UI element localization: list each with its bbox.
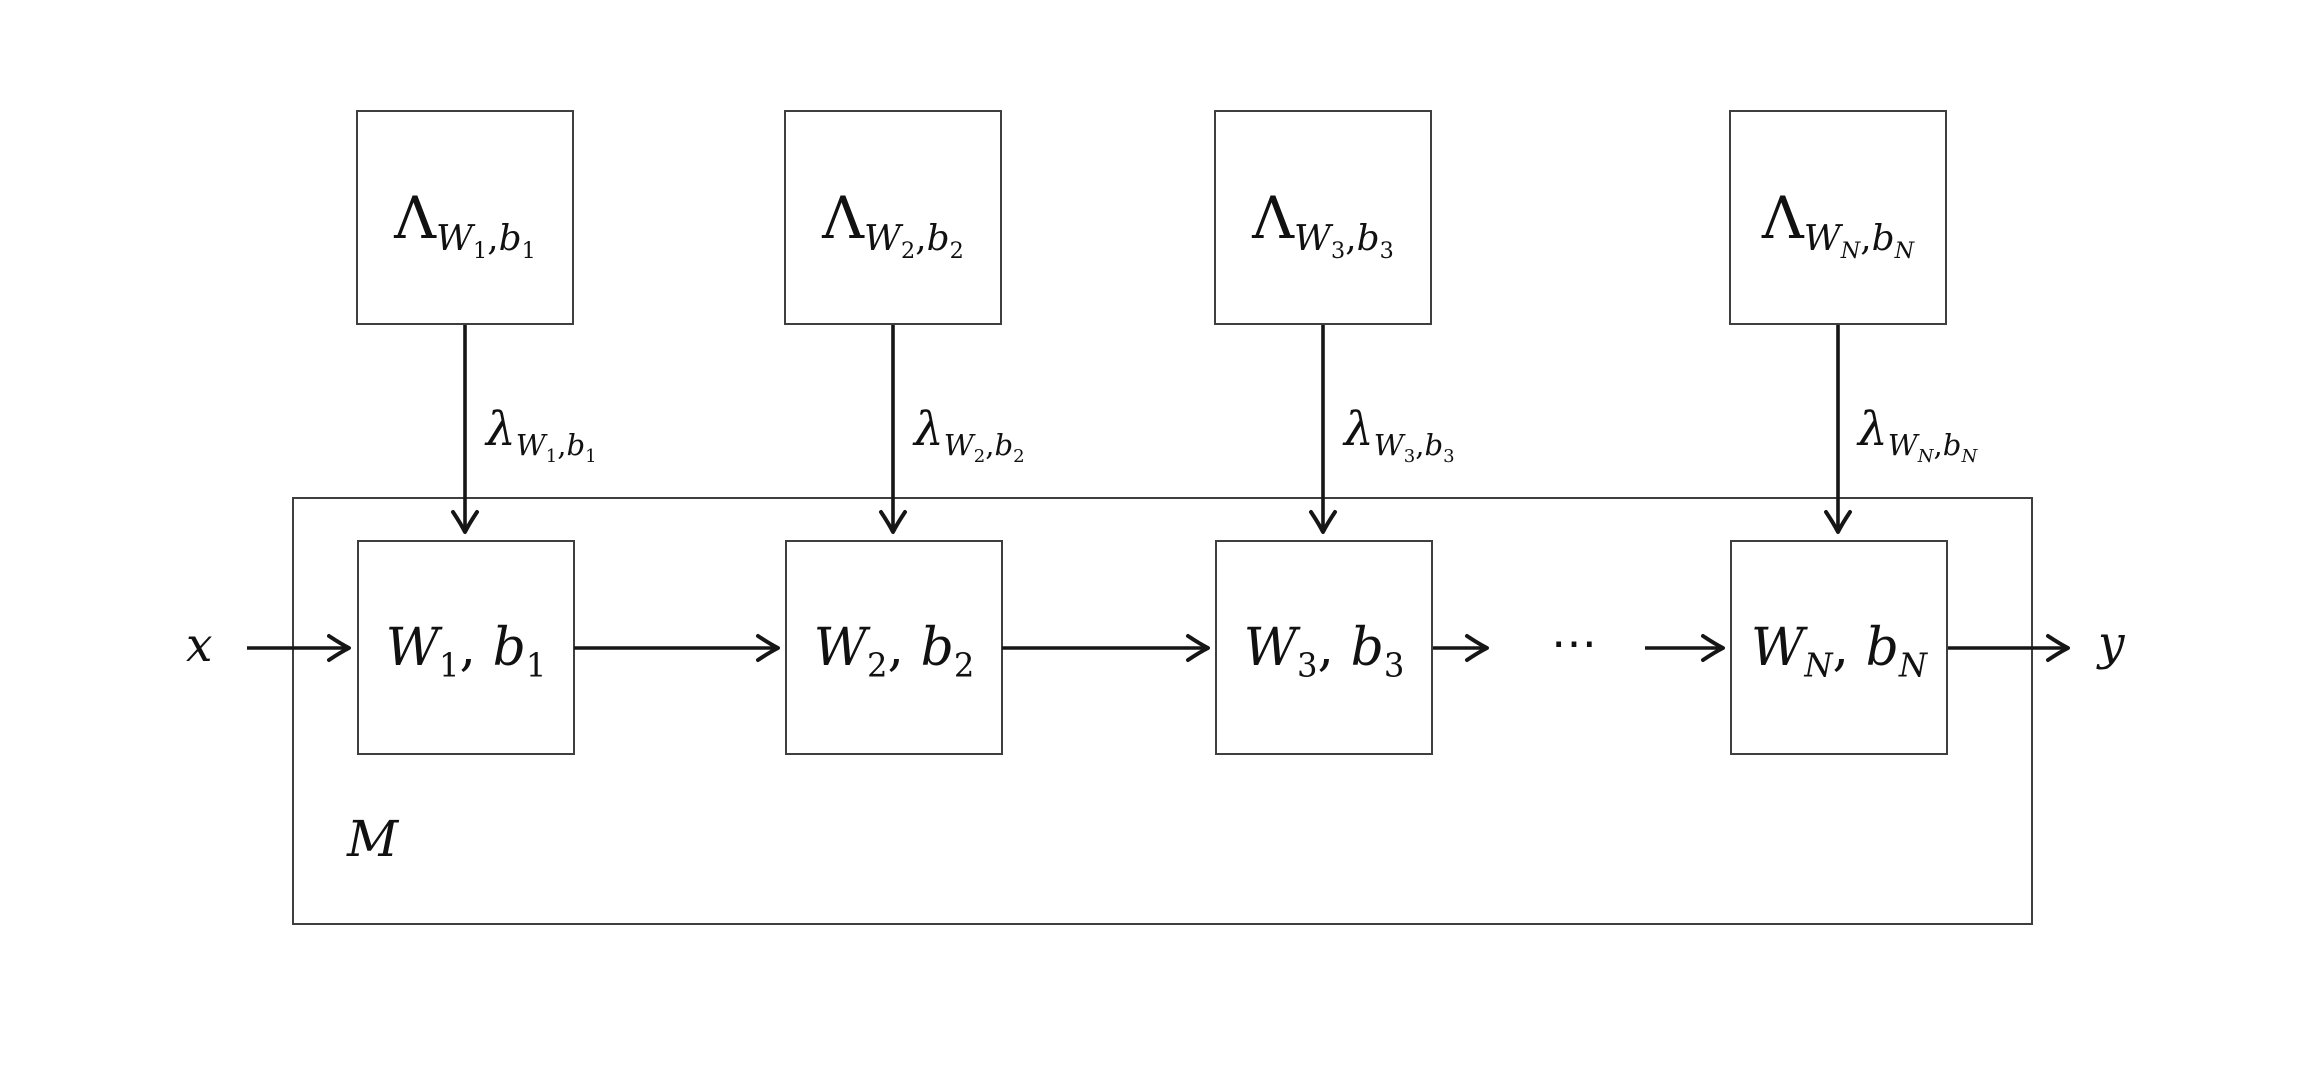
lambda-2-sub-sep: , xyxy=(915,218,927,260)
b3-index: 3 xyxy=(1383,645,1405,684)
edge-1-sub-b: b xyxy=(566,428,586,463)
edge-3-sub-b-index: 3 xyxy=(1443,446,1455,468)
edge-1-sub-b-index: 1 xyxy=(585,446,597,468)
w1-var: W xyxy=(385,617,440,678)
lambda-box-n-label: ΛWN,bN xyxy=(1761,183,1914,263)
edge-n-sub-w: W xyxy=(1887,428,1918,463)
edge-1-sub-w-index: 1 xyxy=(545,446,558,468)
weight-box-3: W3, b3 xyxy=(1215,540,1433,755)
lambda-1-sub-b: b xyxy=(498,218,522,260)
b2-index: 2 xyxy=(953,645,975,684)
lambda-2-sub-b: b xyxy=(926,218,950,260)
lambda-n-sub-w: W xyxy=(1803,218,1841,260)
weight-box-n-label: WN, bN xyxy=(1750,617,1927,682)
lambda-3-sub-w: W xyxy=(1294,218,1332,260)
b1-index: 1 xyxy=(525,645,547,684)
weight-box-2-label: W2, b2 xyxy=(813,617,975,682)
edge-3-sub-sep: , xyxy=(1415,428,1425,463)
edge-label-n: λWN,bN xyxy=(1858,402,1977,466)
lambda-box-2-label: ΛW2,b2 xyxy=(822,183,964,263)
w1-index: 1 xyxy=(439,645,460,684)
lambda-box-3: ΛW3,b3 xyxy=(1214,110,1432,325)
lambda-box-1-label: ΛW1,b1 xyxy=(394,183,536,263)
bn-var: b xyxy=(1865,617,1899,678)
edge-3-sub-w-index: 3 xyxy=(1403,446,1416,468)
model-container-rect xyxy=(292,497,2033,925)
weight-box-1-label: W1, b1 xyxy=(385,617,547,682)
lambda-box-3-label: ΛW3,b3 xyxy=(1252,183,1394,263)
edge-1-sub-sep: , xyxy=(557,428,567,463)
edge-n-sub-b: b xyxy=(1942,428,1962,463)
w2-sep: , xyxy=(887,617,921,678)
ellipsis-dots: ⋯ xyxy=(1551,616,1601,670)
lambda-box-1: ΛW1,b1 xyxy=(356,110,574,325)
lambda-3-sub-b-index: 3 xyxy=(1379,238,1394,265)
lambda-3-symbol: Λ xyxy=(1252,183,1295,252)
w3-sep: , xyxy=(1317,617,1351,678)
lambda-box-2: ΛW2,b2 xyxy=(784,110,1002,325)
edge-n-sub-b-index: N xyxy=(1961,446,1978,468)
input-label: x xyxy=(186,618,213,673)
weight-box-n: WN, bN xyxy=(1730,540,1948,755)
edge-1-symbol: λ xyxy=(486,402,516,457)
lambda-n-sub-b: b xyxy=(1871,218,1895,260)
wn-sep: , xyxy=(1832,617,1866,678)
edge-2-symbol: λ xyxy=(914,402,944,457)
edge-n-sub-sep: , xyxy=(1933,428,1943,463)
lambda-3-sub-b: b xyxy=(1356,218,1380,260)
lambda-2-sub-w: W xyxy=(864,218,902,260)
edge-2-sub-b-index: 2 xyxy=(1013,446,1025,468)
edge-2-sub-sep: , xyxy=(985,428,995,463)
wn-index: N xyxy=(1804,645,1833,684)
lambda-1-symbol: Λ xyxy=(394,183,437,252)
output-label: y xyxy=(2098,616,2125,671)
edge-2-sub-w: W xyxy=(943,428,974,463)
lambda-n-symbol: Λ xyxy=(1761,183,1804,252)
lambda-1-sub-w-index: 1 xyxy=(473,238,488,265)
w3-index: 3 xyxy=(1297,645,1318,684)
edge-n-sub-w-index: N xyxy=(1917,446,1934,468)
lambda-2-symbol: Λ xyxy=(822,183,865,252)
edge-2-sub-b: b xyxy=(994,428,1014,463)
weight-box-2: W2, b2 xyxy=(785,540,1003,755)
lambda-box-n: ΛWN,bN xyxy=(1729,110,1947,325)
lambda-3-sub-w-index: 3 xyxy=(1331,238,1346,265)
lambda-3-sub-sep: , xyxy=(1345,218,1357,260)
lambda-2-sub-b-index: 2 xyxy=(949,238,964,265)
edge-n-symbol: λ xyxy=(1858,402,1888,457)
lambda-n-sub-sep: , xyxy=(1860,218,1872,260)
edge-3-sub-b: b xyxy=(1424,428,1444,463)
lambda-1-sub-sep: , xyxy=(487,218,499,260)
edge-label-2: λW2,b2 xyxy=(914,402,1025,466)
w2-var: W xyxy=(813,617,868,678)
w1-sep: , xyxy=(459,617,493,678)
bn-index: N xyxy=(1898,645,1928,684)
b3-var: b xyxy=(1350,617,1384,678)
model-container-label: M xyxy=(347,810,399,868)
lambda-n-sub-w-index: N xyxy=(1840,238,1861,265)
edge-3-symbol: λ xyxy=(1344,402,1374,457)
w2-index: 2 xyxy=(867,645,888,684)
lambda-2-sub-w-index: 2 xyxy=(901,238,916,265)
edge-2-sub-w-index: 2 xyxy=(973,446,986,468)
b1-var: b xyxy=(492,617,526,678)
wn-var: W xyxy=(1750,617,1805,678)
lambda-n-sub-b-index: N xyxy=(1894,238,1915,265)
lambda-1-sub-b-index: 1 xyxy=(521,238,536,265)
w3-var: W xyxy=(1243,617,1298,678)
weight-box-3-label: W3, b3 xyxy=(1243,617,1405,682)
weight-box-1: W1, b1 xyxy=(357,540,575,755)
edge-label-3: λW3,b3 xyxy=(1344,402,1455,466)
edge-3-sub-w: W xyxy=(1373,428,1404,463)
edge-label-1: λW1,b1 xyxy=(486,402,597,466)
lambda-1-sub-w: W xyxy=(436,218,474,260)
b2-var: b xyxy=(920,617,954,678)
edge-1-sub-w: W xyxy=(515,428,546,463)
